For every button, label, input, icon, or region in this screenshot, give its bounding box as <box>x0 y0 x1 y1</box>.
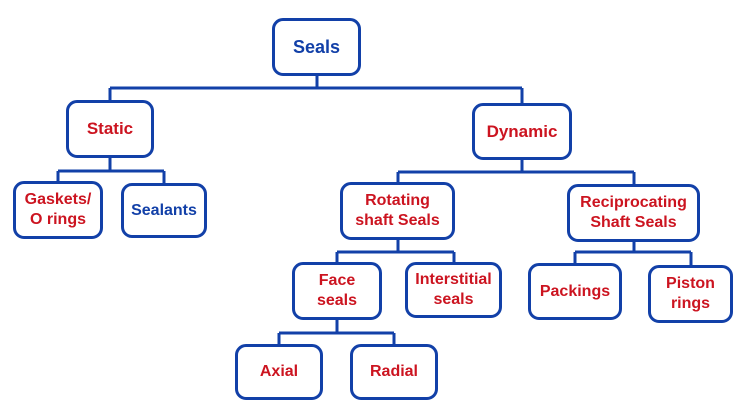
node-label: shaft Seals <box>355 212 440 229</box>
node-label: Piston <box>666 275 715 292</box>
node-label: Axial <box>259 363 299 380</box>
node-gaskets: Gaskets/O rings <box>13 181 103 239</box>
node-dynamic: Dynamic <box>472 103 572 160</box>
node-label: Face <box>318 272 356 289</box>
node-label: Shaft Seals <box>590 214 677 231</box>
node-label: Reciprocating <box>580 194 687 211</box>
node-label: Packings <box>539 282 611 300</box>
node-static: Static <box>66 100 154 158</box>
node-label: O rings <box>29 211 86 228</box>
node-label: Gaskets/ <box>24 191 92 208</box>
node-seals: Seals <box>272 18 361 76</box>
tree-branch-lines <box>56 76 693 344</box>
node-rotating: Rotating shaft Seals <box>340 182 455 240</box>
node-interstitial: Interstitial seals <box>405 262 502 318</box>
node-sealants: Sealants <box>121 183 207 238</box>
node-label: Static <box>86 119 134 138</box>
node-axial: Axial <box>235 344 323 400</box>
node-piston: Piston rings <box>648 265 733 323</box>
node-face: Face seals <box>292 262 382 320</box>
node-packings: Packings <box>528 263 622 320</box>
node-label: seals <box>433 291 474 308</box>
node-label: seals <box>316 292 358 309</box>
node-label: Radial <box>369 363 418 380</box>
node-label: Sealants <box>131 201 197 219</box>
node-radial: Radial <box>350 344 438 400</box>
node-label: Dynamic <box>486 121 558 141</box>
node-label: Interstitial <box>415 271 492 288</box>
node-label: Seals <box>292 37 341 57</box>
node-label: rings <box>670 295 711 312</box>
node-label: Rotating <box>365 192 430 209</box>
